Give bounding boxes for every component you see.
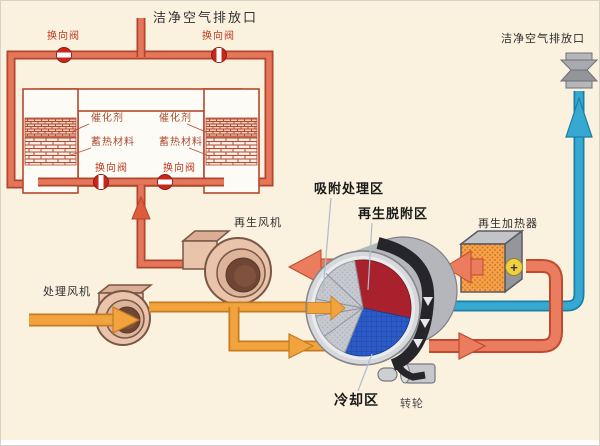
- rto-unit: [6, 18, 274, 269]
- label-regeneration-fan: 再生风机: [234, 217, 282, 229]
- clean-air-pipe: [426, 91, 593, 312]
- heat-storage-bed-left: [24, 136, 77, 166]
- heater-plus-sign: +: [510, 260, 518, 275]
- label-catalyst-right: 催化剂: [159, 113, 192, 124]
- label-regeneration-desorption-zone: 再生脱附区: [358, 206, 429, 221]
- up-arrow-icon: [565, 96, 593, 138]
- left-arrow-icon: [287, 249, 322, 285]
- rto-loop-pipe: [6, 18, 274, 189]
- regeneration-heater: +: [444, 229, 525, 294]
- heat-storage-bed-right: [205, 136, 258, 166]
- label-cooling-zone: 冷却区: [334, 392, 379, 408]
- drive-belt: [376, 237, 435, 381]
- label-reversing-valve-top-right: 换向阀: [202, 31, 235, 42]
- label-catalyst-left: 催化剂: [91, 113, 124, 124]
- label-reversing-valve-top-left: 换向阀: [47, 31, 80, 42]
- belt-arrow-icon: [420, 319, 430, 328]
- belt-arrow-icon: [413, 339, 423, 348]
- label-rotary-wheel: 转轮: [400, 398, 424, 410]
- label-clean-air-outlet-left: 洁净空气排放口: [153, 10, 259, 25]
- valve-icon: [211, 47, 227, 63]
- label-regeneration-heater: 再生加热器: [478, 218, 538, 230]
- right-arrow-icon: [112, 306, 141, 334]
- heater-loop-pipe: [429, 259, 563, 360]
- zone-leader-lines: [322, 197, 373, 392]
- rto-leader-lines: [70, 123, 208, 156]
- rotary-wheel: [305, 236, 458, 384]
- process-air-pipes: [29, 294, 346, 359]
- label-process-fan: 处理风机: [43, 286, 91, 298]
- adsorption-sector-spokes: [315, 260, 364, 353]
- label-heat-storage-left: 蓄热材料: [91, 137, 135, 148]
- right-arrow-icon: [458, 332, 487, 360]
- heater-power-icon: [505, 258, 523, 276]
- valve-icon: [157, 174, 173, 190]
- label-clean-air-outlet-right: 洁净空气排放口: [501, 33, 585, 45]
- bottom-margin: [1, 440, 599, 445]
- label-heat-storage-right: 蓄热材料: [159, 137, 203, 148]
- catalyst-bed-right: [205, 117, 258, 137]
- label-adsorption-zone: 吸附处理区: [314, 181, 385, 196]
- right-arrow-icon: [330, 295, 346, 321]
- exhaust-stack: [559, 52, 599, 89]
- valve-icon: [93, 174, 109, 190]
- belt-arrow-icon: [423, 297, 433, 306]
- label-reversing-valve-bottom-left: 换向阀: [95, 163, 128, 174]
- cooling-sector: [344, 307, 411, 357]
- valve-icon: [56, 47, 72, 63]
- regen-feed-pipe: [131, 185, 195, 269]
- label-reversing-valve-bottom-right: 换向阀: [163, 163, 196, 174]
- left-arrow-icon: [444, 250, 472, 284]
- rto-media-beds: [24, 117, 258, 166]
- reversing-valves: [56, 47, 227, 190]
- up-arrow-icon: [131, 195, 151, 220]
- right-arrow-icon: [288, 333, 315, 359]
- catalyst-bed-left: [24, 117, 77, 137]
- regeneration-fan: [180, 230, 272, 305]
